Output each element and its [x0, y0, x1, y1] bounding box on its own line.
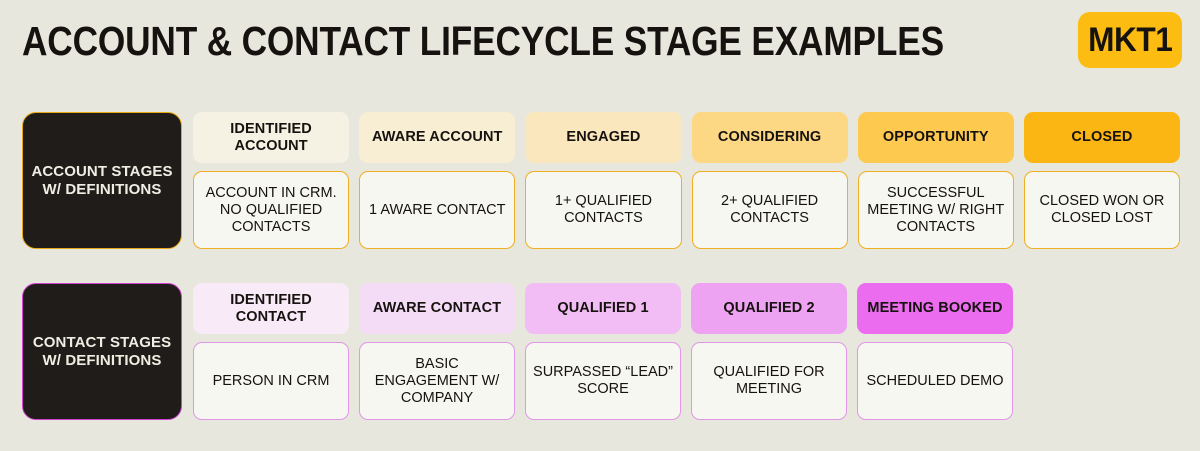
stage-column-identified-account: IDENTIFIED ACCOUNT ACCOUNT IN CRM. NO QUA… [193, 112, 350, 249]
stage-column-identified-contact: IDENTIFIED CONTACT PERSON IN CRM [193, 283, 349, 420]
stage-definition-card: PERSON IN CRM [193, 342, 349, 420]
stage-definition-card: SCHEDULED DEMO [857, 342, 1013, 420]
stage-definition-card: QUALIFIED FOR MEETING [691, 342, 847, 420]
stage-name-badge[interactable]: IDENTIFIED ACCOUNT [193, 112, 350, 163]
stage-name-badge[interactable]: AWARE CONTACT [359, 283, 515, 334]
stage-name-badge[interactable]: OPPORTUNITY [857, 112, 1014, 163]
stage-column-considering: CONSIDERING 2+ QUALIFIED CONTACTS [691, 112, 848, 249]
account-row-label: ACCOUNT STAGES W/ DEFINITIONS [22, 112, 182, 249]
stage-column-aware-account: AWARE ACCOUNT 1 AWARE CONTACT [359, 112, 516, 249]
stage-column-qualified-1: QUALIFIED 1 SURPASSED “LEAD” SCORE [525, 283, 681, 420]
stage-definition-card: ACCOUNT IN CRM. NO QUALIFIED CONTACTS [193, 171, 350, 249]
stage-column-opportunity: OPPORTUNITY SUCCESSFUL MEETING W/ RIGHT C… [857, 112, 1014, 249]
stage-column-aware-contact: AWARE CONTACT BASIC ENGAGEMENT W/ COMPANY [359, 283, 515, 420]
mkt1-logo: MKT1 [1078, 12, 1182, 68]
contact-row-label-text: CONTACT STAGES W/ DEFINITIONS [32, 333, 172, 369]
stage-name-badge[interactable]: MEETING BOOKED [857, 283, 1013, 334]
stage-definition-card: SURPASSED “LEAD” SCORE [525, 342, 681, 420]
account-stage-columns: IDENTIFIED ACCOUNT ACCOUNT IN CRM. NO QUA… [193, 112, 1181, 249]
stage-definition-card: SUCCESSFUL MEETING W/ RIGHT CONTACTS [857, 171, 1014, 249]
stage-name-badge[interactable]: ENGAGED [525, 112, 682, 163]
stage-name-badge[interactable]: QUALIFIED 2 [691, 283, 847, 334]
logo-text: MKT1 [1087, 21, 1173, 59]
account-stages-row: ACCOUNT STAGES W/ DEFINITIONS IDENTIFIED… [0, 112, 1200, 249]
contact-stages-row: CONTACT STAGES W/ DEFINITIONS IDENTIFIED… [0, 283, 1200, 420]
stage-definition-card: 2+ QUALIFIED CONTACTS [691, 171, 848, 249]
stage-definition-card: 1 AWARE CONTACT [359, 171, 516, 249]
page-title: ACCOUNT & CONTACT LIFECYCLE STAGE EXAMPL… [22, 18, 944, 64]
stage-column-qualified-2: QUALIFIED 2 QUALIFIED FOR MEETING [691, 283, 847, 420]
stage-column-engaged: ENGAGED 1+ QUALIFIED CONTACTS [525, 112, 682, 249]
stage-column-meeting-booked: MEETING BOOKED SCHEDULED DEMO [857, 283, 1013, 420]
stage-definition-card: 1+ QUALIFIED CONTACTS [525, 171, 682, 249]
stage-name-badge[interactable]: QUALIFIED 1 [525, 283, 681, 334]
contact-row-label: CONTACT STAGES W/ DEFINITIONS [22, 283, 182, 420]
stage-name-badge[interactable]: AWARE ACCOUNT [359, 112, 516, 163]
stage-definition-card: BASIC ENGAGEMENT W/ COMPANY [359, 342, 515, 420]
stage-definition-card: CLOSED WON OR CLOSED LOST [1023, 171, 1181, 249]
page-header: ACCOUNT & CONTACT LIFECYCLE STAGE EXAMPL… [0, 0, 1200, 92]
stage-name-badge[interactable]: IDENTIFIED CONTACT [193, 283, 349, 334]
account-row-label-text: ACCOUNT STAGES W/ DEFINITIONS [31, 162, 173, 198]
stage-column-closed: CLOSED CLOSED WON OR CLOSED LOST [1023, 112, 1181, 249]
stage-name-badge[interactable]: CONSIDERING [691, 112, 848, 163]
stage-name-badge[interactable]: CLOSED [1023, 112, 1181, 163]
